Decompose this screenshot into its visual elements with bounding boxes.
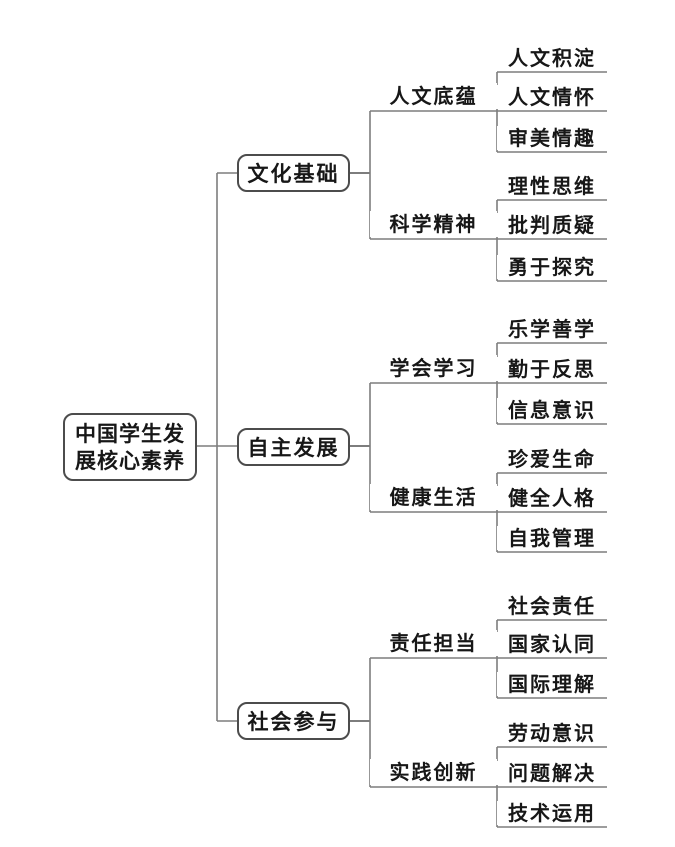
leaf-label: 社会责任 [497, 594, 607, 618]
dimension-healthy-living: 健康生活 [370, 484, 497, 510]
leaf-label: 自我管理 [497, 526, 607, 550]
leaf-label: 勇于探究 [497, 255, 607, 279]
dimension-practice-innovation: 实践创新 [370, 759, 497, 785]
branch-label: 文化基础 [247, 160, 340, 186]
leaf-label: 乐学善学 [497, 317, 607, 341]
branch-label: 社会参与 [247, 708, 340, 734]
leaf-label: 人文情怀 [497, 85, 607, 109]
branch-node-social-participation: 社会参与 [237, 702, 350, 740]
leaf-label: 勤于反思 [497, 357, 607, 381]
root-node: 中国学生发 展核心素养 [63, 413, 197, 481]
root-label-line1: 中国学生发 [75, 421, 185, 446]
leaf-label: 人文积淀 [497, 46, 607, 70]
leaf-label: 劳动意识 [497, 721, 607, 745]
dimension-learning-to-learn: 学会学习 [370, 355, 497, 381]
leaf-label: 信息意识 [497, 398, 607, 422]
leaf-label: 问题解决 [497, 761, 607, 785]
leaf-label: 国家认同 [497, 632, 607, 656]
branch-node-self-development: 自主发展 [237, 428, 350, 466]
leaf-label: 理性思维 [497, 174, 607, 198]
dimension-responsibility: 责任担当 [370, 630, 497, 656]
leaf-label: 技术运用 [497, 801, 607, 825]
branch-node-culture-foundation: 文化基础 [237, 154, 350, 192]
branch-label: 自主发展 [247, 434, 340, 460]
leaf-label: 批判质疑 [497, 213, 607, 237]
dimension-scientific-spirit: 科学精神 [370, 211, 497, 237]
leaf-label: 国际理解 [497, 672, 607, 696]
leaf-label: 健全人格 [497, 486, 607, 510]
leaf-label: 珍爱生命 [497, 447, 607, 471]
root-label-line2: 展核心素养 [75, 448, 185, 473]
dimension-humanistic-foundation: 人文底蕴 [370, 83, 497, 109]
leaf-label: 审美情趣 [497, 126, 607, 150]
